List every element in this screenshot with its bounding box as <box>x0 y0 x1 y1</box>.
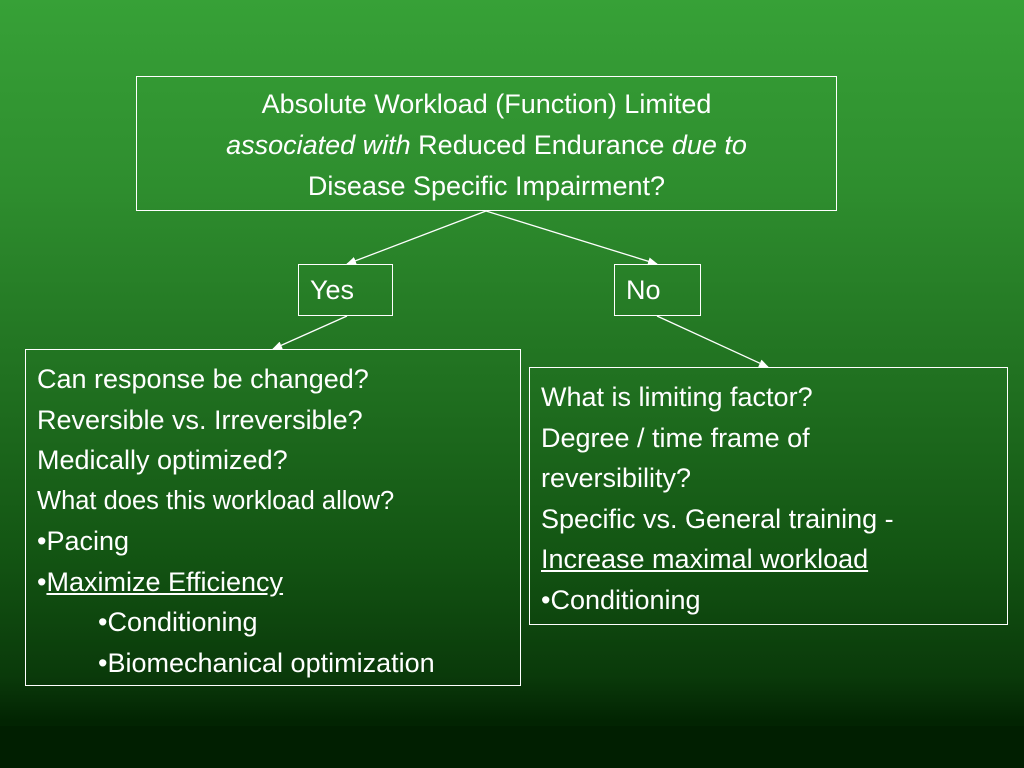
maximize-efficiency-text: Maximize Efficiency <box>46 566 284 597</box>
no-question-2: Degree / time frame of <box>541 422 810 453</box>
no-box: No <box>614 264 701 316</box>
yes-label: Yes <box>310 275 355 305</box>
yes-question-2: Reversible vs. Irreversible? <box>37 404 363 435</box>
question-italic-due-to: due to <box>671 130 747 160</box>
yes-question-3: Medically optimized? <box>37 445 288 475</box>
question-line-3: Disease Specific Impairment? <box>307 171 666 201</box>
arrow-yes-to-detail <box>272 315 348 350</box>
no-question-4: Specific vs. General training - <box>541 503 894 534</box>
yes-bullet-maximize-efficiency: •Maximize Efficiency <box>37 562 520 603</box>
arrow-question-to-no <box>485 210 658 266</box>
no-increase-maximal-workload: Increase maximal workload <box>541 544 869 574</box>
yes-sub-bullet-conditioning: •Conditioning <box>98 607 258 637</box>
arrow-question-to-yes <box>346 210 487 265</box>
yes-bullet-pacing: •Pacing <box>37 526 130 556</box>
question-line-2: associated with Reduced Endurance due to <box>137 125 836 166</box>
yes-box: Yes <box>298 264 393 316</box>
yes-question-1: Can response be changed? <box>37 364 369 394</box>
bullet-glyph: • <box>37 566 47 597</box>
question-reduced-endurance: Reduced Endurance <box>410 130 672 160</box>
arrow-no-to-detail <box>656 315 769 368</box>
yes-question-4: What does this workload allow? <box>37 486 395 515</box>
no-label: No <box>626 275 661 305</box>
yes-sub-bullet-biomechanical: •Biomechanical optimization <box>98 647 435 678</box>
no-bullet-conditioning: •Conditioning <box>541 584 701 615</box>
yes-detail-box: Can response be changed? Reversible vs. … <box>25 349 521 686</box>
footer-band <box>0 726 1024 768</box>
no-question-3: reversibility? <box>541 463 692 493</box>
question-line-1: Absolute Workload (Function) Limited <box>261 89 712 119</box>
question-italic-associated-with: associated with <box>226 130 411 160</box>
no-question-1: What is limiting factor? <box>541 382 813 412</box>
no-detail-box: What is limiting factor? Degree / time f… <box>529 367 1008 625</box>
question-box: Absolute Workload (Function) Limited ass… <box>136 76 837 211</box>
